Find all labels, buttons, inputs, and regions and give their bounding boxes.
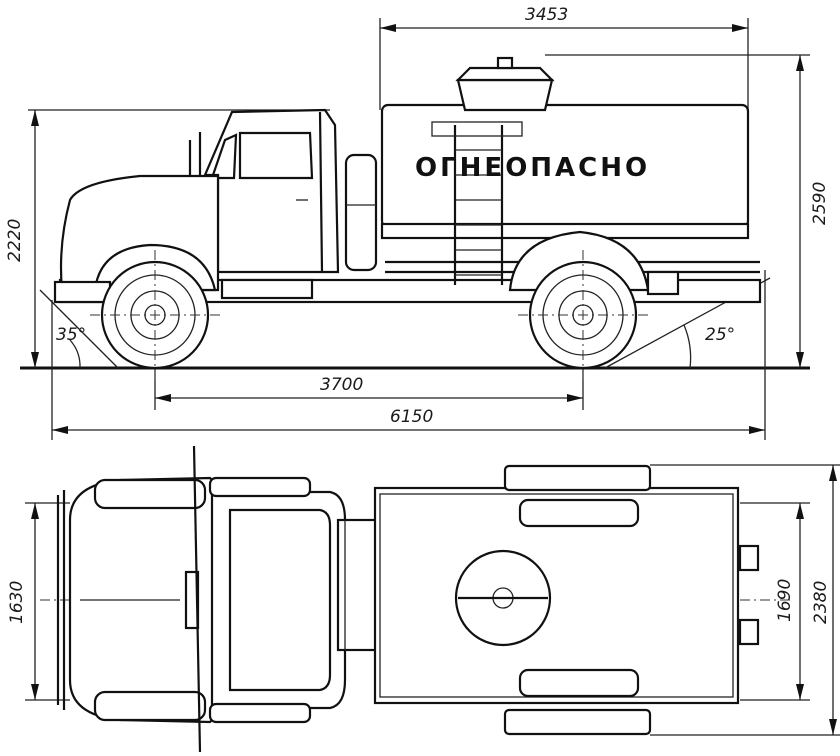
- dim-wheelbase: 3700: [320, 375, 363, 395]
- side-view: ОГНЕОПАСНО: [5, 5, 830, 440]
- dim-rear-track: 1690: [775, 579, 795, 622]
- dim-cab-height: 2220: [5, 219, 25, 262]
- dim-front-track: 1630: [7, 581, 27, 624]
- tank-ladder: [431, 121, 523, 285]
- tank-hatch: [456, 78, 554, 112]
- dim-tank-length: 3453: [525, 5, 568, 25]
- angle-departure: 25°: [705, 325, 735, 345]
- cab: [203, 108, 340, 274]
- rear-wheel: [518, 250, 648, 380]
- angle-approach: 35°: [56, 325, 86, 345]
- top-view: 1630 1690 2380: [7, 445, 840, 753]
- tank-label: ОГНЕОПАСНО: [415, 153, 650, 183]
- dim-tank-height: 2590: [810, 182, 830, 225]
- dim-overall-length: 6150: [390, 407, 433, 427]
- hatch-top: [454, 549, 552, 647]
- dim-overall-width: 2380: [811, 581, 831, 624]
- front-wheel: [90, 250, 220, 380]
- cab-roof: [210, 490, 347, 710]
